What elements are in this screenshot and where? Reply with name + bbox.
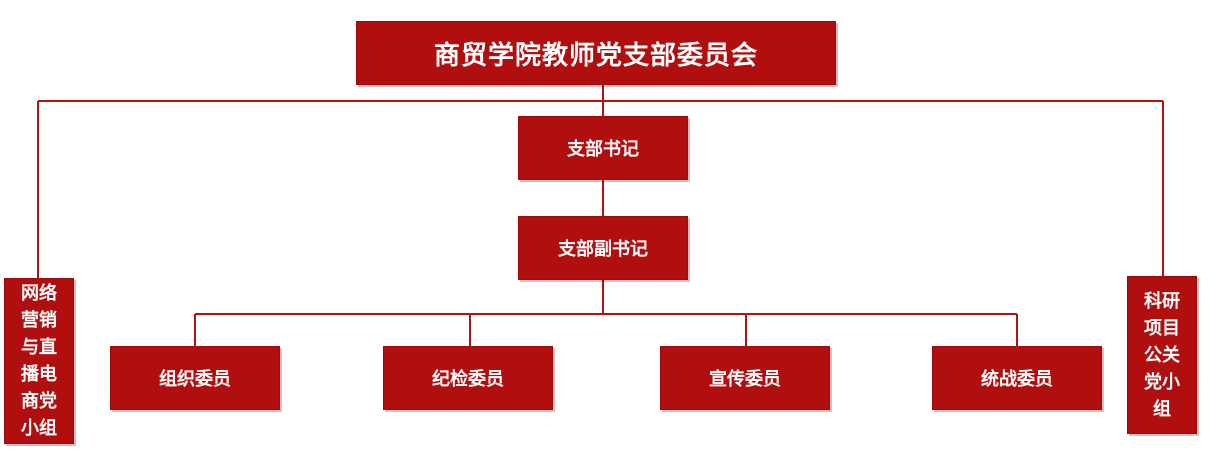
discipline-inspection-member-box: 纪检委员 bbox=[383, 346, 553, 410]
united-front-member-box: 统战委员 bbox=[932, 346, 1102, 410]
branch-secretary-box: 支部书记 bbox=[518, 116, 688, 180]
party-branch-committee-box: 商贸学院教师党支部委员会 bbox=[356, 21, 836, 85]
publicity-member-box: 宣传委员 bbox=[660, 346, 830, 410]
deputy-secretary-box: 支部副书记 bbox=[518, 216, 688, 280]
organization-member-box: 组织委员 bbox=[110, 346, 280, 410]
research-project-party-group-box: 科研项目公关党小组 bbox=[1127, 276, 1197, 434]
online-marketing-party-group-box: 网络营销与直播电商党小组 bbox=[4, 278, 74, 444]
research-project-party-group-label: 科研项目公关党小组 bbox=[1144, 290, 1180, 420]
online-marketing-party-group-label: 网络营销与直播电商党小组 bbox=[21, 283, 57, 439]
